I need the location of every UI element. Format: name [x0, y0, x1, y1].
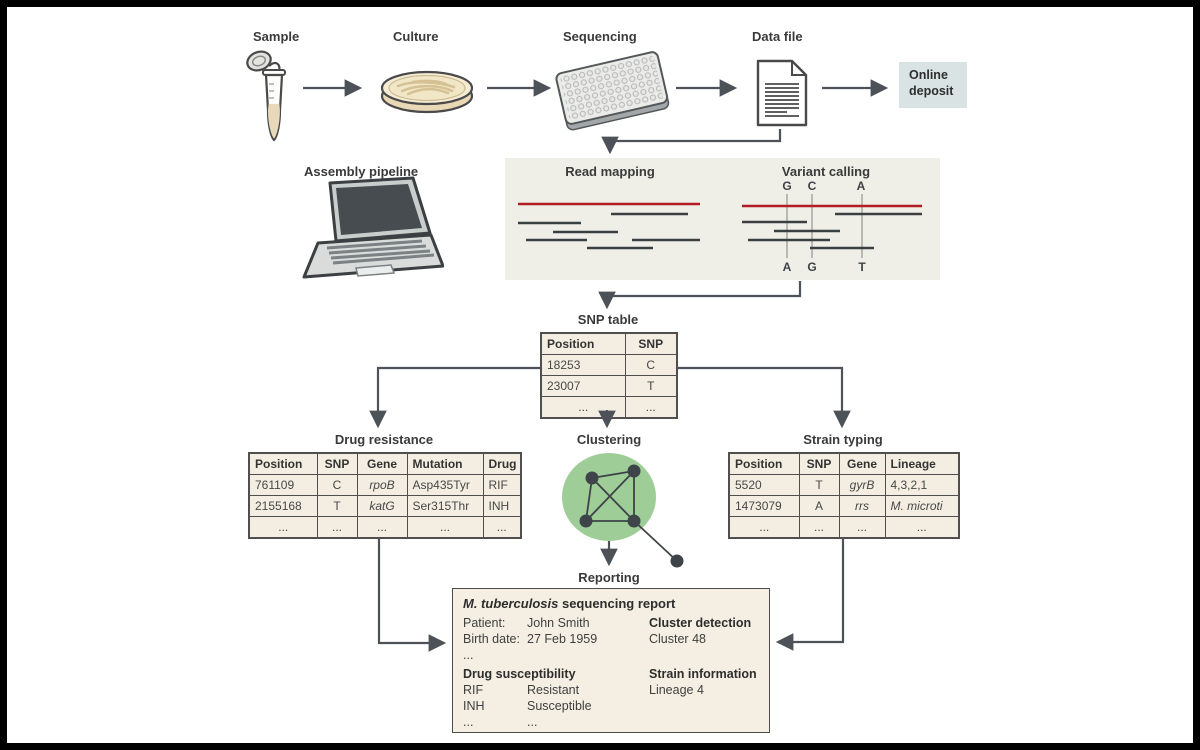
variant-calling-title: Variant calling — [781, 164, 871, 179]
laptop-icon — [302, 176, 444, 279]
base-letter-bottom-1: A — [782, 260, 792, 274]
report-title-species: M. tuberculosis — [463, 596, 559, 611]
petri-dish-icon — [380, 70, 474, 114]
culture-label: Culture — [393, 29, 439, 44]
snp-table: Position SNP 18253 C 23007 T ... ... — [540, 332, 678, 419]
snp-col-header: SNP — [624, 332, 678, 355]
sequencing-label: Sequencing — [563, 29, 637, 44]
strain-typing-title: Strain typing — [803, 432, 883, 447]
drug-resistance-table: Position SNP Gene Mutation Drug 761109 C… — [248, 452, 522, 539]
drug-resistance-title: Drug resistance — [334, 432, 434, 447]
assembly-pipeline-label: Assembly pipeline — [304, 164, 419, 179]
online-deposit-box: Online deposit — [899, 62, 967, 108]
table-row: ... ... — [540, 396, 678, 419]
table-row: 1473079 A rrs M. microti — [728, 495, 960, 517]
strain-typing-table: Position SNP Gene Lineage 5520 T gyrB 4,… — [728, 452, 960, 539]
cluster-network-graphic — [562, 453, 684, 568]
read-alignment-graphic — [518, 194, 922, 258]
sample-tube-icon — [246, 50, 286, 142]
patient-row: Patient:John Smith — [463, 616, 590, 630]
base-letter-top-3: A — [856, 179, 866, 193]
arrow-drug-resistance-to-report — [377, 538, 447, 652]
sequencing-plate-icon — [555, 51, 670, 131]
base-letter-bottom-2: G — [807, 260, 817, 274]
ellipsis-row: ... — [463, 648, 474, 662]
drug-result-row: ...... — [463, 715, 538, 729]
reporting-label: Reporting — [578, 570, 640, 585]
table-row: 23007 T — [540, 375, 678, 397]
arrow-strain-typing-to-report — [775, 538, 845, 651]
arrow-snp-to-drug-resistance — [369, 366, 540, 429]
read-mapping-title: Read mapping — [565, 164, 655, 179]
strain-value: Lineage 4 — [649, 683, 704, 697]
mapping-panel — [505, 158, 940, 280]
arrow-mapping-to-snp-table — [598, 281, 802, 310]
table-row: 2155168 T katG Ser315Thr INH — [248, 495, 522, 517]
snp-col-header: Position — [540, 332, 626, 355]
cluster-value: Cluster 48 — [649, 632, 706, 646]
data-file-label: Data file — [752, 29, 803, 44]
strain-information-heading: Strain information — [649, 667, 757, 681]
base-letter-top-2: C — [807, 179, 817, 193]
report-title: M. tuberculosis sequencing report — [463, 596, 675, 611]
snp-table-title: SNP table — [577, 312, 639, 327]
arrow-snp-to-strain-typing — [676, 366, 851, 429]
report-left-column: Patient:John Smith Birth date:27 Feb 195… — [463, 615, 597, 730]
sample-label: Sample — [253, 29, 300, 44]
data-file-icon — [756, 59, 808, 127]
table-row: ... ... ... ... ... — [248, 516, 522, 539]
table-row: 761109 C rpoB Asp435Tyr RIF — [248, 474, 522, 496]
table-row: ... ... ... ... — [728, 516, 960, 539]
report-title-rest: sequencing report — [558, 596, 676, 611]
table-row: 18253 C — [540, 354, 678, 376]
birth-date-row: Birth date:27 Feb 1959 — [463, 632, 598, 646]
report-right-column: Cluster detection Cluster 48 Strain info… — [649, 615, 757, 698]
base-letter-top-1: G — [782, 179, 792, 193]
cluster-detection-heading: Cluster detection — [649, 616, 752, 630]
drug-susceptibility-heading: Drug susceptibility — [463, 667, 576, 681]
base-letter-bottom-3: T — [858, 260, 866, 274]
clustering-title: Clustering — [576, 432, 642, 447]
table-row: 5520 T gyrB 4,3,2,1 — [728, 474, 960, 496]
sequencing-report-box: M. tuberculosis sequencing report Patien… — [452, 588, 770, 733]
